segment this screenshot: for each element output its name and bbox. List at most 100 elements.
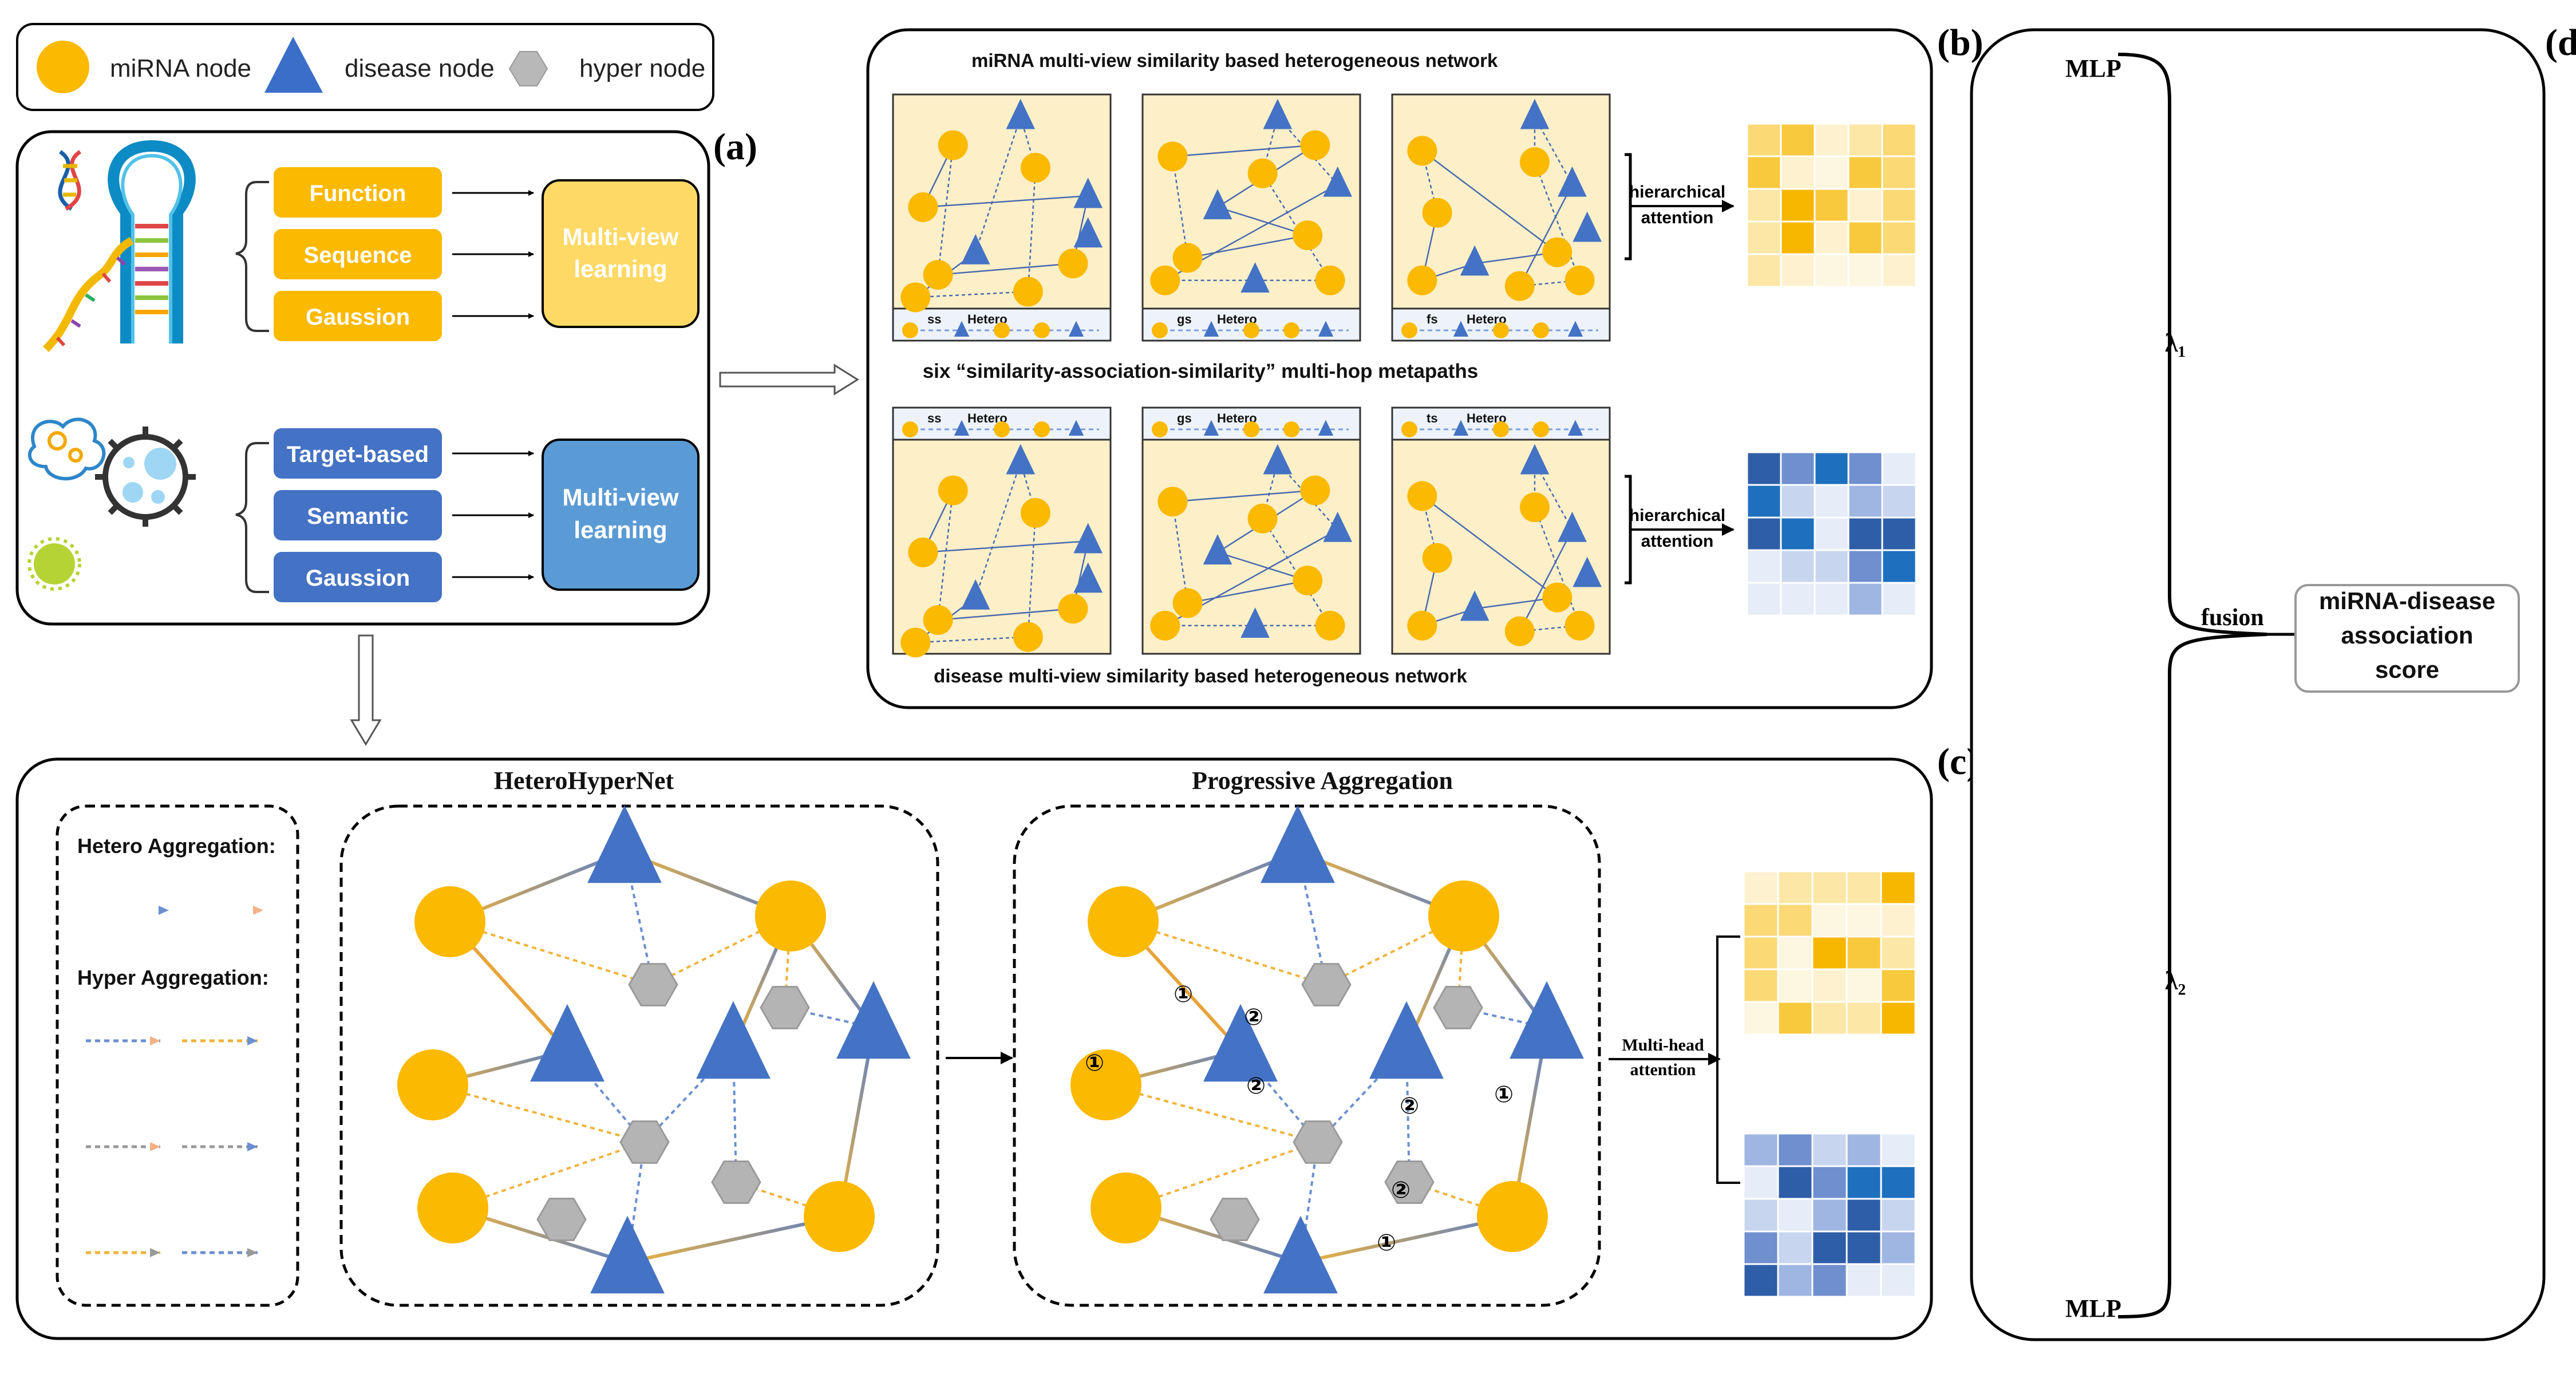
lambda1-label: λ₁: [2165, 328, 2186, 357]
panel-d-label: (d): [2545, 22, 2576, 64]
strip-mirna-node: [1152, 322, 1168, 338]
disease-node: [1323, 511, 1352, 542]
heatmap-cell: [1847, 484, 1883, 519]
strip-disease-node: [1567, 321, 1583, 337]
mirna-node: [1091, 1172, 1161, 1243]
hier-top-line1: hierarchical: [1629, 183, 1725, 202]
mirna-node: [1422, 198, 1452, 228]
heatmap-cell: [1780, 451, 1816, 486]
heatmap-cell: [1814, 549, 1850, 584]
hyper-edge: [432, 1084, 645, 1143]
mirna-node: [1058, 594, 1088, 624]
hyper-node: [1433, 986, 1483, 1029]
mirna-node: [1477, 1181, 1548, 1252]
heatmap-cell: [1777, 1165, 1814, 1200]
aggregation-step-label: ①: [1377, 1230, 1396, 1256]
hyper-edge: [1297, 851, 1327, 985]
mirna-node: [1150, 265, 1180, 295]
mirna-node: [938, 475, 968, 506]
heatmap-cell: [1746, 484, 1782, 519]
aggregation-step-label: ①: [1174, 981, 1193, 1008]
strip-mirna-node: [902, 322, 918, 338]
heatmap-cell: [1881, 484, 1917, 519]
strip-mirna-node: [1152, 421, 1168, 437]
hyper-edge: [784, 915, 792, 1008]
hyper-node: [536, 1198, 587, 1241]
heatmap-cell: [1881, 451, 1917, 486]
disease-node: [1263, 444, 1293, 475]
strip-mirna-node: [1243, 322, 1259, 338]
heatmap-cell: [1746, 188, 1782, 223]
disease-node: [1073, 217, 1103, 248]
panel-b-top-title: miRNA multi-view similarity based hetero…: [971, 50, 1498, 71]
mirna-node: [1519, 492, 1550, 523]
disease-node: [530, 1004, 605, 1082]
heatmap-cell: [1880, 1198, 1917, 1233]
heatmap-cell: [1743, 1263, 1779, 1298]
legend: miRNA node disease node hyper node: [16, 23, 714, 111]
heatmap-cell: [1743, 1132, 1779, 1167]
aggregation-step-label: ①: [1494, 1081, 1514, 1108]
disease-node: [1460, 590, 1490, 621]
heatmap-cell: [1880, 1001, 1917, 1036]
graph-edge: [938, 608, 1073, 621]
graph-edge: [1217, 551, 1308, 582]
heatmap-cell: [1847, 253, 1883, 288]
aggregation-step-label: ②: [1246, 1073, 1266, 1099]
mirna-node: [1088, 886, 1159, 957]
mirna-node: [397, 1049, 468, 1120]
strip-view-label: ss: [927, 312, 941, 326]
mirna-node: [1020, 498, 1050, 528]
panel-a-label: (a): [713, 126, 757, 168]
strip-view-label: ts: [1427, 411, 1438, 425]
disease-feature-brace: [235, 442, 269, 593]
strip-disease-node: [1203, 420, 1219, 436]
strip-view-label: gs: [1177, 411, 1192, 425]
hyper-node: [628, 963, 678, 1006]
hyper-node: [1301, 963, 1352, 1006]
hyper-node: [619, 1120, 670, 1164]
heatmap-cell: [1777, 935, 1814, 970]
strip-mirna-node: [902, 421, 918, 437]
heatmap-cell: [1880, 870, 1917, 905]
hyper-edge: [623, 851, 654, 985]
hyper-node: [1293, 1120, 1343, 1164]
heatmap-cell: [1777, 1263, 1814, 1298]
rna-strand-icon: [43, 236, 134, 352]
strip-disease-node: [1567, 420, 1583, 436]
hyper-node: [1384, 1160, 1435, 1204]
disease-node: [1203, 534, 1232, 565]
heatmap-cell: [1846, 935, 1882, 970]
strip-disease-node: [1068, 321, 1084, 337]
heatmap-cell: [1880, 1165, 1917, 1200]
legend-mirna-symbol: [37, 41, 89, 93]
hyper-node: [760, 986, 810, 1029]
disease-node: [587, 805, 662, 883]
mirna-node: [804, 1181, 875, 1252]
heatmap-cell: [1814, 484, 1850, 519]
heatmap-cell: [1881, 188, 1917, 223]
multiview-mirna-line2: learning: [574, 255, 667, 282]
heatmap-cell: [1777, 968, 1814, 1003]
mirna-node: [1315, 265, 1345, 295]
feature-gaussion-disease-label: Gaussion: [306, 566, 410, 591]
graph-edge: [1519, 529, 1573, 632]
heatmap-cell: [1780, 516, 1816, 551]
mirna-node: [923, 605, 953, 635]
heatmap-cell: [1847, 516, 1883, 551]
strip-mirna-node: [1034, 421, 1050, 437]
hetero-edge: [627, 1215, 840, 1264]
disease-node: [1369, 1001, 1444, 1079]
strip-view-label: gs: [1177, 312, 1192, 326]
aggregation-step-label: ②: [1400, 1093, 1419, 1119]
strip-disease-node: [1318, 420, 1334, 436]
disease-node: [1240, 607, 1270, 638]
disease-node: [1263, 98, 1293, 129]
mirna-node: [1407, 481, 1437, 511]
heatmap-cell: [1743, 968, 1779, 1003]
panel-b: (b) miRNA multi-view similarity based he…: [866, 22, 1984, 709]
graph-edge: [1187, 234, 1308, 259]
heatmap-cell: [1780, 582, 1816, 617]
